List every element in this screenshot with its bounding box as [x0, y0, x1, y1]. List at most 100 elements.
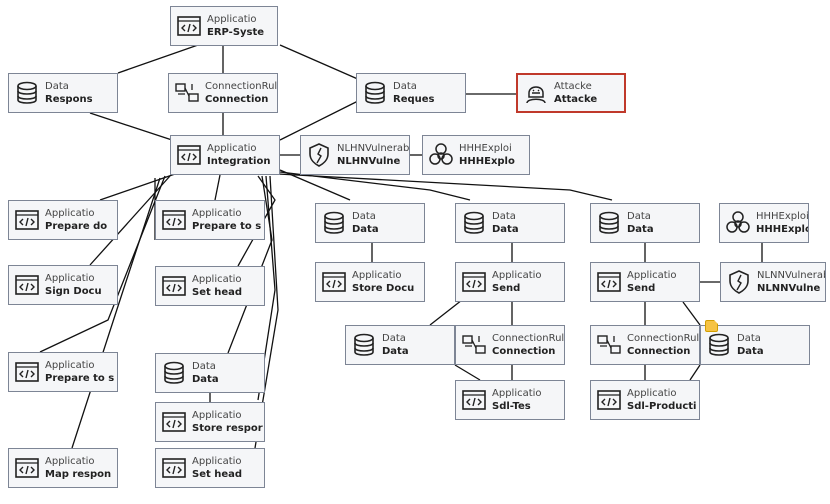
node-type: HHHExploi	[459, 142, 512, 154]
node-type: Applicatio	[627, 269, 677, 281]
edge	[117, 44, 199, 74]
node-name: Set head	[192, 286, 243, 298]
node-name: Prepare do	[45, 220, 108, 232]
edge	[89, 175, 171, 266]
node-name: Data	[382, 345, 409, 357]
edge	[39, 175, 166, 353]
node-type: Applicatio	[45, 207, 95, 219]
node-name: Connection	[205, 93, 269, 105]
edge	[89, 112, 173, 141]
note-icon	[705, 320, 718, 332]
node-name: Data	[192, 373, 219, 385]
node-type: Attacke	[554, 80, 592, 92]
node-type: ConnectionRul	[492, 332, 564, 344]
edge	[279, 99, 361, 141]
node-name: NLNNVulne	[757, 282, 821, 294]
node-name: NLHNVulne	[337, 155, 401, 167]
edge	[682, 301, 701, 326]
database-icon	[161, 360, 187, 386]
node-type: Data	[45, 80, 69, 92]
node-name: Connection	[492, 345, 556, 357]
node-name: HHHExplo	[459, 155, 515, 167]
edge	[227, 175, 273, 354]
node-type: Applicatio	[192, 455, 242, 467]
node-type: HHHExploi	[756, 210, 808, 222]
biohazard-icon	[428, 142, 454, 168]
node-name: Send	[627, 282, 656, 294]
node-name: Sdl-Tes	[492, 400, 531, 412]
database-icon	[321, 210, 347, 236]
node-type: Data	[393, 80, 417, 92]
edge	[279, 171, 471, 201]
application-icon	[461, 269, 487, 295]
node-type: Applicatio	[45, 272, 95, 284]
node-name: Send	[492, 282, 521, 294]
edge	[71, 177, 161, 449]
node-type: Applicatio	[192, 409, 242, 421]
shield-icon	[726, 269, 752, 295]
node-name: Sdl-Producti	[627, 400, 697, 412]
application-icon	[14, 272, 40, 298]
application-icon	[596, 387, 622, 413]
node-name: Map respon	[45, 468, 112, 480]
edge	[454, 364, 481, 381]
node-name: Sign Docu	[45, 285, 102, 297]
application-icon	[461, 387, 487, 413]
node-type: Applicatio	[192, 207, 242, 219]
application-icon	[161, 409, 187, 435]
application-icon	[321, 269, 347, 295]
node-type: ConnectionRul	[627, 332, 699, 344]
node-name: Data	[492, 223, 519, 235]
node-type: Data	[627, 210, 651, 222]
attacker-icon	[523, 80, 549, 106]
node-name: ERP-Syste	[207, 26, 265, 38]
node-type: Data	[737, 332, 761, 344]
edge	[99, 173, 176, 201]
edge	[689, 364, 701, 381]
application-icon	[176, 142, 202, 168]
node-nlnn-vulnerability[interactable]: NLNNVulnerabiliNLNNVulne	[720, 262, 826, 302]
node-name: Data	[737, 345, 764, 357]
node-type: Data	[382, 332, 406, 344]
node-name: HHHExplo	[756, 223, 808, 235]
edge	[214, 174, 221, 201]
node-type: Applicatio	[45, 455, 95, 467]
node-type: NLNNVulnerabili	[757, 269, 825, 281]
node-name: Connection	[627, 345, 691, 357]
application-icon	[176, 13, 202, 39]
application-icon	[14, 455, 40, 481]
application-icon	[161, 273, 187, 299]
shield-icon	[306, 142, 332, 168]
node-type: Applicatio	[192, 273, 242, 285]
